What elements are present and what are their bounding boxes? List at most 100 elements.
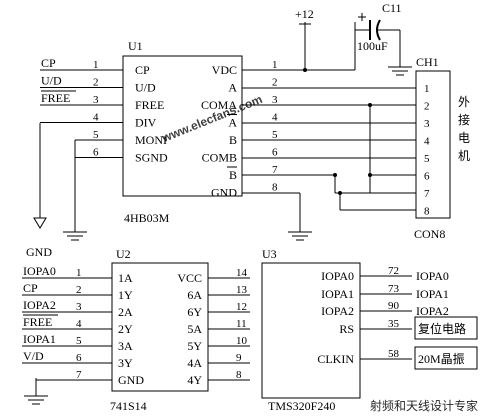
u3-pin-number: 58: [388, 348, 400, 360]
u2-pin-number: 5: [76, 335, 82, 347]
u2-net-label: IOPA1: [23, 332, 56, 346]
u2-pin-name: 6Y: [187, 305, 202, 319]
gnd-label: GND: [26, 245, 52, 259]
u3-pin-name: IOPA0: [321, 269, 354, 283]
u2-pin-name: 2A: [118, 305, 133, 319]
u3-pin-name: RS: [339, 322, 354, 336]
u1-pin-name: DIV: [135, 116, 157, 130]
u3-net-label: IOPA1: [416, 287, 449, 301]
u2-pin-number: 4: [76, 318, 82, 330]
u2-pin-number: 14: [236, 267, 248, 279]
u3-net-box: [414, 316, 478, 340]
u1-body: [122, 55, 243, 197]
u3-body: [261, 262, 361, 399]
u2-pin-number: 1: [76, 267, 82, 279]
u3-pin-name: IOPA2: [321, 304, 354, 318]
u1-pin-number: 2: [93, 77, 99, 89]
c11-value: 100uF: [357, 39, 388, 53]
u1-net-label: CP: [41, 56, 56, 70]
u1-net-label: U/D: [41, 74, 62, 88]
u2-net-label: IOPA2: [23, 298, 56, 312]
u1-left-pins: 1 CP CP 2 U/D U/D 3 FREE FREE 4 DIV 5 MONI 6 SGND: [39, 56, 168, 165]
u1-pin-number: 7: [272, 164, 278, 176]
u1-pin-name: U/D: [135, 81, 156, 95]
ch1-ref: CH1: [416, 55, 439, 69]
u2-pin-name: 3Y: [118, 356, 133, 370]
u2-pin-number: 3: [76, 301, 82, 313]
u2-pin-name: 1A: [118, 271, 133, 285]
u1-pin-number: 5: [93, 129, 99, 141]
u2-pin-number: 13: [236, 284, 248, 296]
capacitor-c11: C11 100uF: [305, 1, 412, 76]
u1-pin-name: A: [228, 81, 237, 95]
u2-pin-number: 10: [236, 335, 248, 347]
u1-pin-number: 5: [272, 129, 278, 141]
u1-net-label: FREE: [41, 91, 70, 105]
u2-ref: U2: [116, 247, 131, 261]
ground-u2: [24, 378, 48, 405]
u2-pin-name: 3A: [118, 339, 133, 353]
u2-pin-name: 5A: [187, 322, 202, 336]
u1-part: 4HB03M: [124, 211, 170, 225]
ch1-pin-number: 8: [424, 206, 430, 218]
ground-u1-pin8: [288, 231, 312, 241]
ch1-pin-number: 3: [424, 118, 430, 130]
u3-pin-name: CLKIN: [317, 352, 354, 366]
u1-ref: U1: [128, 39, 143, 53]
u1-pin-name: FREE: [135, 98, 164, 112]
u3-net-label: IOPA0: [416, 269, 449, 283]
u1-pin-number: 4: [93, 112, 99, 124]
u2-pin-number: 2: [76, 284, 82, 296]
ch1-side-char: 机: [458, 149, 470, 163]
u3-pin-name: IOPA1: [321, 287, 354, 301]
u1-ch1-wiring: [242, 69, 416, 232]
u1-pin-name: MONI: [135, 133, 167, 147]
u3-net-label: 20M晶振: [418, 352, 465, 366]
u2-pin-name: VCC: [177, 271, 202, 285]
ch1-pin-number: 7: [424, 188, 430, 200]
u2-net-label: IOPA0: [23, 264, 56, 278]
u3-net-box: [414, 346, 478, 370]
u1-pin-name: SGND: [135, 151, 168, 165]
u1-pin-name: A: [228, 116, 237, 130]
c11-ref: C11: [382, 1, 402, 15]
ch1-body: [415, 70, 451, 219]
u1-pin-number: 3: [93, 94, 99, 106]
vcc-label: +12: [295, 7, 314, 21]
u1-pin-number: 1: [272, 59, 278, 71]
ch1-pin-number: 2: [424, 101, 430, 113]
watermark-logo: 射频和天线设计专家: [370, 398, 478, 413]
u1-pin-number: 6: [93, 147, 99, 159]
u1-pin-name: CP: [135, 63, 150, 77]
ch1-pin-number: 5: [424, 153, 430, 165]
ch1-pin-number: 1: [424, 83, 430, 95]
u1-pin-name: GND: [211, 186, 237, 200]
u1-pin-number: 2: [272, 77, 278, 89]
u2-pin-name: 4Y: [187, 373, 202, 387]
u2-pin-number: 9: [236, 352, 242, 364]
u2-pin-name: 2Y: [118, 322, 133, 336]
u1-pin-name: COMB: [202, 151, 237, 165]
ch1-side-char: 外: [458, 95, 470, 109]
u1-pin-number: 8: [272, 182, 278, 194]
u2-pin-name: 5Y: [187, 339, 202, 353]
u1-pin-number: 6: [272, 147, 278, 159]
u3-net-label: 复位电路: [418, 321, 466, 336]
u3-ref: U3: [262, 247, 277, 261]
ch1-side-char: 电: [458, 131, 470, 145]
power-12v: +12: [295, 7, 314, 72]
u1-pin-number: 1: [93, 59, 99, 71]
u2-body: [111, 262, 209, 392]
u1-pin-name: B: [229, 168, 237, 182]
u2-pin-number: 6: [76, 352, 82, 364]
u2-pin-name: 6A: [187, 288, 202, 302]
u2-net-label: FREE: [23, 315, 52, 329]
u1-pin-number: 3: [272, 94, 278, 106]
u1-pin-name: VDC: [212, 63, 237, 77]
